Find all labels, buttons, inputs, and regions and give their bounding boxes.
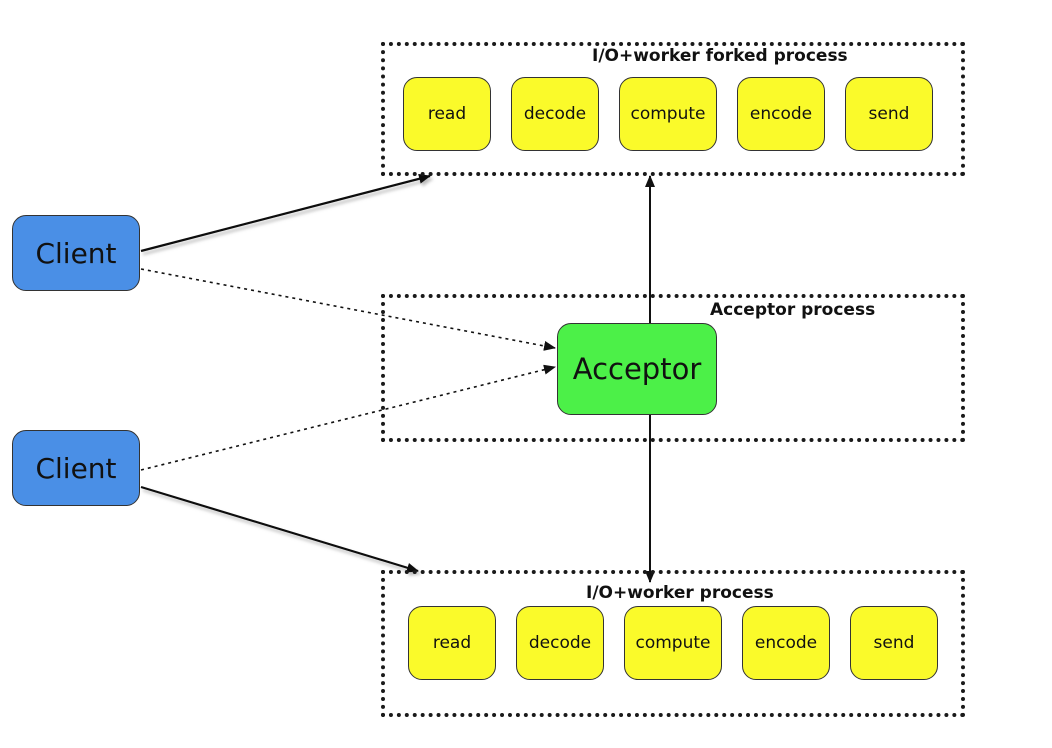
forked-stage-decode: decode <box>511 77 599 151</box>
client-node-bottom: Client <box>12 430 140 506</box>
edge-client-to-forked-process <box>140 173 431 253</box>
worker-process-group <box>381 570 965 717</box>
worker-stage-encode: encode <box>742 606 830 680</box>
worker-stage-read: read <box>408 606 496 680</box>
acceptor-process-title: Acceptor process <box>710 300 876 320</box>
forked-stage-send: send <box>845 77 933 151</box>
forked-stage-encode: encode <box>737 77 825 151</box>
forked-process-group <box>381 42 965 176</box>
worker-stage-send: send <box>850 606 938 680</box>
acceptor-node: Acceptor <box>557 323 717 415</box>
edge-client-to-acceptor-dotted-bottom <box>140 364 556 471</box>
edge-client-to-acceptor-dotted-top <box>140 268 556 351</box>
worker-stage-compute: compute <box>624 606 722 680</box>
worker-process-title: I/O+worker process <box>586 583 774 603</box>
edge-client-to-worker-process <box>140 485 419 573</box>
forked-stage-read: read <box>403 77 491 151</box>
acceptor-process-group <box>381 294 965 442</box>
worker-stage-decode: decode <box>516 606 604 680</box>
client-node-top: Client <box>12 215 140 291</box>
forked-process-title: I/O+worker forked process <box>592 46 848 66</box>
forked-stage-compute: compute <box>619 77 717 151</box>
